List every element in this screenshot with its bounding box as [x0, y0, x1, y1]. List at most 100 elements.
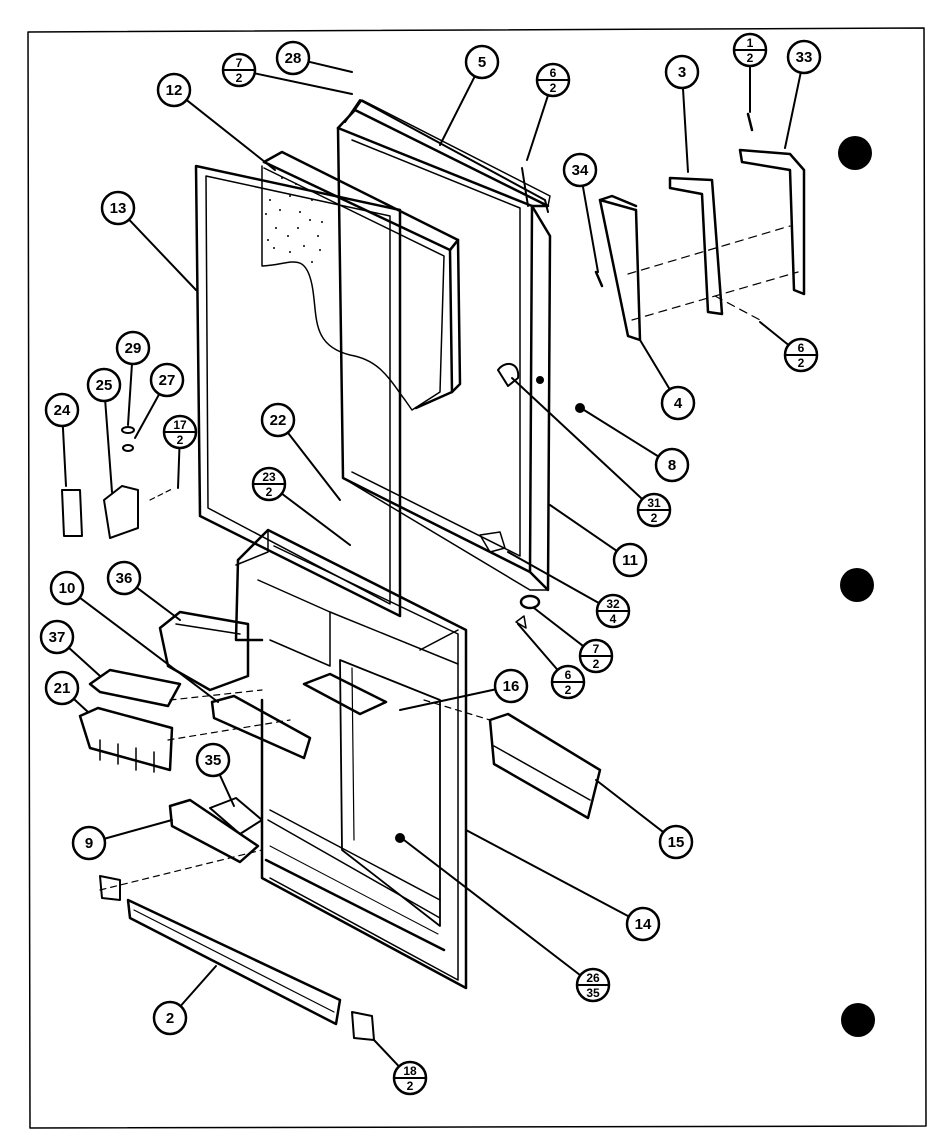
callout-14: 14	[625, 906, 661, 942]
callout-10: 10	[49, 570, 85, 606]
callout-circle	[195, 742, 231, 778]
fraction-top: 17	[173, 418, 187, 432]
hinge-bracket-4	[598, 194, 642, 342]
fraction-top: 18	[403, 1064, 417, 1078]
leader-line	[581, 184, 599, 273]
dairy-bin-36	[158, 610, 250, 692]
callout-number: 5	[478, 54, 486, 71]
fraction-bottom: 2	[177, 433, 184, 447]
door-stop-bracket	[497, 362, 520, 387]
leader-line	[759, 321, 790, 346]
callout-circle	[660, 385, 696, 421]
leader-line	[517, 623, 559, 671]
egg-tray-cover-37	[88, 668, 182, 708]
freezer-door-liner	[262, 150, 462, 410]
bottom-hinge-bushing	[519, 594, 541, 610]
callout-12: 12	[156, 72, 192, 108]
callout-number: 33	[796, 49, 813, 66]
callout-circle	[493, 668, 529, 704]
leader-line	[511, 377, 644, 501]
callout-circle	[156, 72, 192, 108]
callout-circle	[562, 152, 598, 188]
callout-circle	[149, 362, 185, 398]
leader-line	[103, 819, 173, 840]
leader-line	[253, 72, 353, 95]
fraction-top: 31	[647, 496, 661, 510]
callout-number: 34	[572, 162, 589, 179]
callout-circle	[44, 670, 80, 706]
callout-number: 14	[635, 916, 652, 933]
leader-line	[185, 98, 276, 171]
leader-line	[583, 409, 660, 458]
door-shelf-16	[302, 672, 388, 716]
leader-line	[526, 94, 550, 161]
callout-4: 4	[660, 385, 696, 421]
hinge-screw	[515, 615, 527, 629]
callout-circle	[654, 447, 690, 483]
callout-number: 10	[59, 580, 76, 597]
fraction-bottom: 2	[798, 356, 805, 370]
callout-number: 28	[285, 50, 302, 67]
hinge-screw-1	[746, 112, 754, 132]
shelf-dash-9	[99, 849, 263, 891]
fraction-top: 6	[565, 668, 572, 682]
callout-number: 21	[54, 680, 71, 697]
fresh-food-door-liner	[234, 528, 468, 990]
fraction-top: 1	[747, 36, 754, 50]
callout-37: 37	[39, 619, 75, 655]
callout-circle	[71, 825, 107, 861]
door-top-hinge	[344, 99, 549, 213]
fraction-top: 7	[236, 56, 243, 70]
leader-line	[127, 362, 133, 426]
door-screw	[521, 167, 529, 207]
callout-25: 25	[86, 367, 122, 403]
plug-26	[395, 833, 405, 843]
fraction-callout-18-2: 182	[392, 1060, 428, 1096]
callout-29: 29	[115, 330, 151, 366]
fraction-top: 6	[798, 341, 805, 355]
bracket-35	[209, 797, 263, 835]
callout-number: 2	[166, 1010, 174, 1027]
callout-circle	[39, 619, 75, 655]
callout-number: 24	[54, 402, 71, 419]
callout-21: 21	[44, 670, 80, 706]
binder-hole	[841, 1003, 875, 1037]
clip-left	[99, 875, 121, 901]
callout-15: 15	[658, 824, 694, 860]
leader-line	[61, 424, 67, 487]
callout-13: 13	[100, 190, 136, 226]
leader-line	[549, 504, 618, 552]
fraction-callout-7-2: 72	[221, 52, 257, 88]
callout-circle	[664, 54, 700, 90]
fraction-callout-23-2: 232	[251, 466, 287, 502]
callout-number: 36	[116, 570, 133, 587]
fraction-bottom: 2	[550, 81, 557, 95]
callout-number: 4	[674, 395, 683, 412]
callout-number: 22	[270, 412, 287, 429]
callout-number: 12	[166, 82, 183, 99]
callout-circle	[106, 560, 142, 596]
fraction-bottom: 4	[610, 612, 617, 626]
leader-line	[128, 218, 197, 291]
fraction-bottom: 35	[586, 986, 600, 1000]
leader-line	[135, 586, 181, 621]
fraction-callout-32-4: 324	[595, 593, 631, 629]
leader-line	[399, 688, 497, 711]
leader-line	[533, 607, 585, 648]
callout-27: 27	[149, 362, 185, 398]
kick-plate-2	[126, 898, 342, 1026]
leader-line	[104, 399, 113, 493]
leader-line	[439, 75, 476, 146]
callout-3: 3	[664, 54, 700, 90]
callout-34: 34	[562, 152, 598, 188]
callout-circle	[49, 570, 85, 606]
fraction-top: 32	[606, 597, 620, 611]
callout-number: 16	[503, 678, 520, 695]
hinge-bracket-3	[668, 176, 724, 316]
alignment-dashes	[627, 225, 799, 321]
panel-bracket-32	[479, 531, 506, 553]
handle-cap-24	[61, 489, 83, 537]
fraction-top: 7	[593, 642, 600, 656]
fraction-callout-1-2: 12	[732, 32, 768, 68]
